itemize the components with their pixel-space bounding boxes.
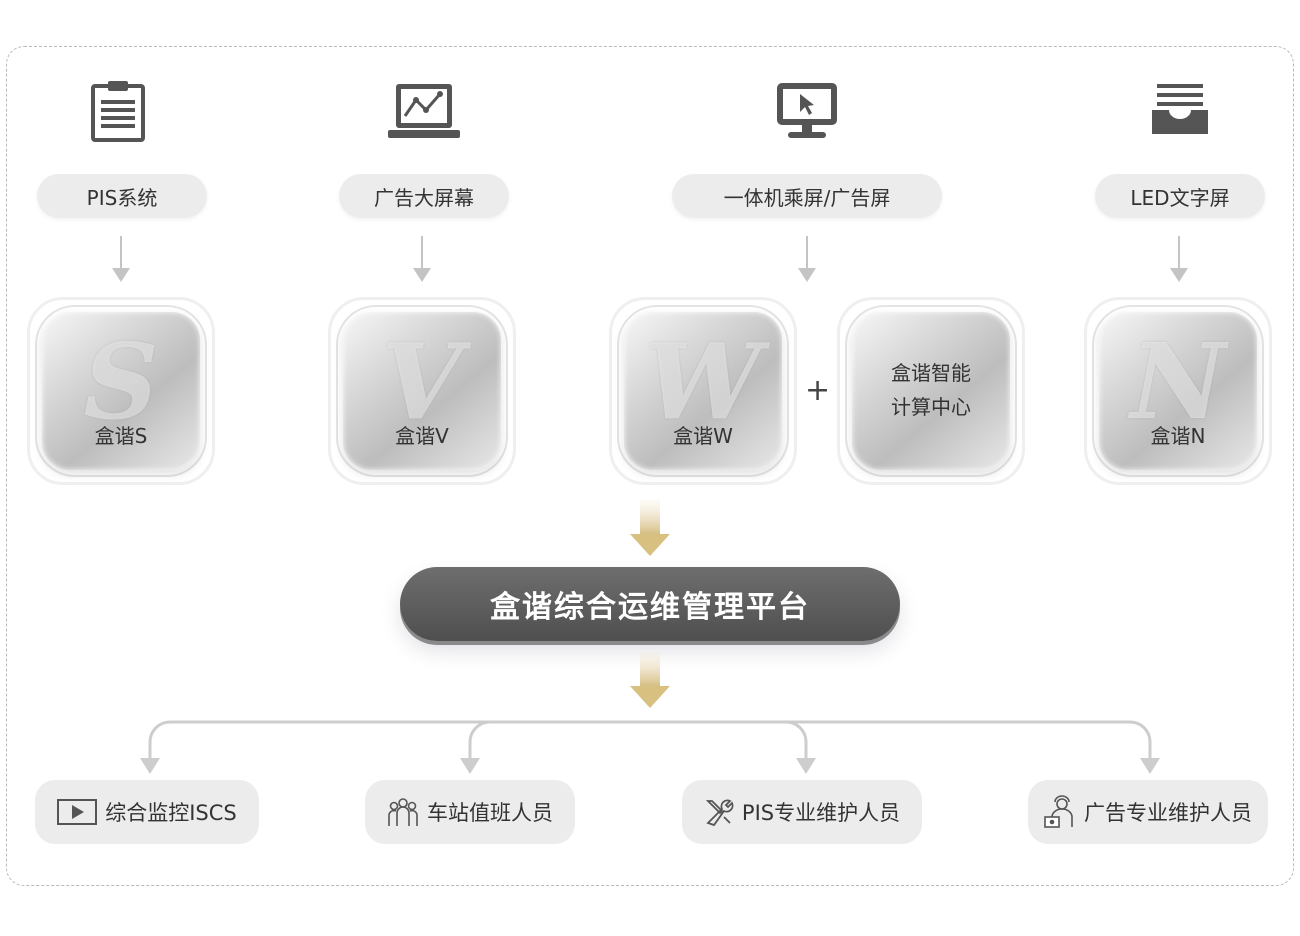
- tile-label: 盒谐S: [94, 424, 148, 448]
- tile-letter: V: [381, 320, 463, 443]
- tile-ring-compute-inner: [845, 305, 1017, 477]
- tile-ring-s-inner: [35, 305, 207, 477]
- target-label: 广告专业维护人员: [1084, 801, 1252, 825]
- video-play-icon: [57, 799, 98, 825]
- tile-letter: W: [644, 320, 762, 443]
- engineer-laptop-icon: [1044, 795, 1076, 829]
- plus-sign: +: [805, 373, 831, 408]
- source-led: LED文字屏: [1095, 174, 1265, 218]
- tile-label: 盒谐N: [1150, 424, 1206, 448]
- tile-ring-v: [328, 297, 516, 485]
- tile-hexie-n: N 盒谐N: [1099, 312, 1257, 470]
- diagram-frame: [6, 46, 1294, 886]
- tile-hexie-v: V 盒谐V: [343, 312, 501, 470]
- arrow-pis: [112, 236, 130, 282]
- tile-ring-s: [27, 297, 215, 485]
- target-label: 综合监控ISCS: [105, 801, 237, 825]
- tools-icon: [704, 797, 734, 827]
- tile-ring-n: [1084, 297, 1272, 485]
- arrow-ad: [413, 236, 431, 282]
- target-ad-maintenance: 广告专业维护人员: [1028, 780, 1268, 844]
- tile-ring-n-inner: [1092, 305, 1264, 477]
- tile-ring-w-inner: [617, 305, 789, 477]
- laptop-chart-icon: [388, 84, 460, 138]
- group-people-icon: [387, 796, 419, 828]
- source-kiosk: 一体机乘屏/广告屏: [672, 174, 942, 218]
- target-label: 车站值班人员: [427, 801, 553, 825]
- tile-compute-line1: 盒谐智能: [891, 361, 971, 385]
- tile-compute-label: 盒谐智能 计算中心: [852, 356, 1010, 424]
- arrow-led: [1170, 236, 1188, 282]
- target-pis-maintenance: PIS专业维护人员: [682, 780, 922, 844]
- clipboard-icon: [91, 81, 145, 142]
- tile-label: 盒谐W: [673, 424, 733, 448]
- tile-ring-w: [609, 297, 797, 485]
- gold-arrow-down-icon: [630, 652, 670, 708]
- tile-compute-center: 盒谐智能 计算中心: [852, 312, 1010, 470]
- source-pis: PIS系统: [37, 174, 207, 218]
- platform-banner: 盒谐综合运维管理平台: [400, 567, 900, 641]
- arrow-kiosk: [798, 236, 816, 282]
- source-ad-screen: 广告大屏幕: [339, 174, 509, 218]
- tile-ring-compute: [837, 297, 1025, 485]
- tile-compute-line2: 计算中心: [891, 395, 971, 419]
- tile-letter: N: [1130, 320, 1226, 443]
- tile-hexie-s: S 盒谐S: [42, 312, 200, 470]
- tile-ring-v-inner: [336, 305, 508, 477]
- tile-hexie-w: W 盒谐W: [624, 312, 782, 470]
- gold-arrow-down-icon: [630, 500, 670, 556]
- target-label: PIS专业维护人员: [741, 801, 901, 825]
- target-iscs: 综合监控ISCS: [35, 780, 259, 844]
- tile-label: 盒谐V: [395, 424, 449, 448]
- inbox-tray-icon: [1152, 84, 1208, 134]
- target-station-staff: 车站值班人员: [365, 780, 575, 844]
- tile-letter: S: [83, 320, 159, 443]
- monitor-cursor-icon: [777, 83, 837, 138]
